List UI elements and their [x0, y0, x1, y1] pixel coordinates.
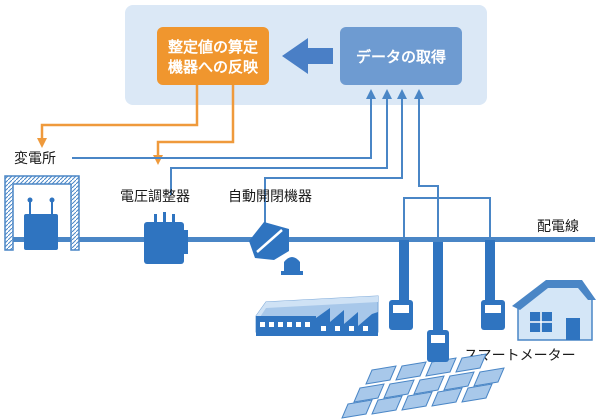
- calc-box-line2: 機器への反映: [168, 58, 259, 76]
- calc-box-line1: 整定値の算定: [168, 38, 258, 56]
- house-icon: [512, 280, 596, 341]
- data-box-label: データの取得: [356, 48, 446, 66]
- substation-icon: [4, 175, 80, 251]
- smart-meter-icon: [481, 240, 505, 330]
- big-arrow-icon: [282, 38, 333, 74]
- smart-meter-label: スマートメーター: [464, 348, 576, 364]
- distribution-line: [5, 237, 595, 242]
- factory-icon: [255, 295, 379, 336]
- distribution-line-label: 配電線: [537, 219, 579, 235]
- smart-meter-icon: [427, 242, 449, 362]
- blue-line-meter-left: [403, 197, 491, 240]
- blue-line-substation: [72, 89, 376, 159]
- solar-array-icon: [341, 353, 505, 419]
- auto-switch-label: 自動開閉機器: [228, 189, 312, 205]
- voltage-regulator-icon: [144, 212, 188, 264]
- auto-switch-icon: [249, 222, 303, 275]
- voltage-regulator-label: 電圧調整器: [120, 189, 190, 205]
- calc-box: [157, 27, 269, 85]
- substation-label: 変電所: [14, 150, 56, 167]
- smart-meter-icon: [389, 240, 413, 330]
- blue-line-regulator: [170, 89, 392, 195]
- blue-line-switch: [264, 89, 407, 225]
- orange-arrow-to-regulator: [153, 85, 235, 165]
- orange-arrow-to-substation: [37, 85, 199, 148]
- data-box: [340, 27, 462, 85]
